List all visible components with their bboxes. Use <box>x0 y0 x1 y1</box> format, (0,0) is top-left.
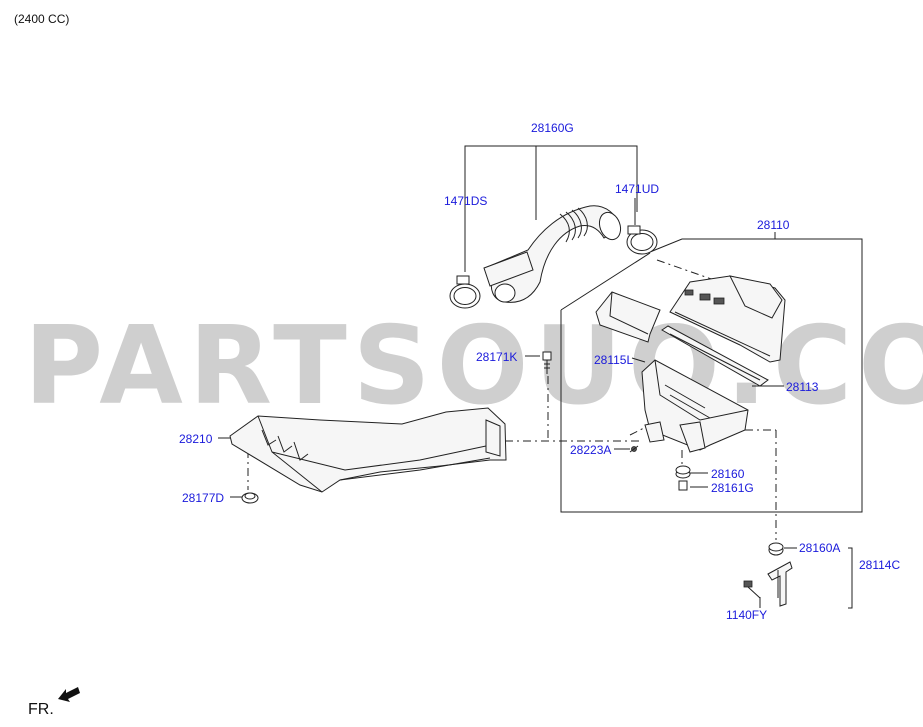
hose-clamp-1471ds[interactable] <box>449 275 481 309</box>
grommet-28160a[interactable] <box>768 542 784 556</box>
label-28160[interactable]: 28160 <box>711 467 745 481</box>
air-cleaner-cover[interactable] <box>669 275 786 363</box>
label-28161g[interactable]: 28161G <box>711 481 754 495</box>
intake-hose-28160g[interactable] <box>483 205 624 303</box>
label-28177d[interactable]: 28177D <box>182 491 224 505</box>
leader-lines <box>218 198 797 608</box>
bolt-1140fy[interactable] <box>743 580 761 599</box>
grommet-28160[interactable] <box>675 465 691 479</box>
engine-spec: (2400 CC) <box>14 12 69 26</box>
air-cleaner-body[interactable] <box>641 359 749 453</box>
label-28171k[interactable]: 28171K <box>476 350 517 364</box>
air-duct-28115l[interactable] <box>595 291 661 343</box>
front-indicator-label: FR. <box>28 701 54 718</box>
intake-duct-28210[interactable] <box>229 407 507 493</box>
collar-28161g[interactable] <box>678 480 688 491</box>
hose-clamp-1471ud[interactable] <box>626 225 658 255</box>
bracket-part-28114c[interactable] <box>767 561 793 607</box>
assembly-box-28110 <box>560 232 863 513</box>
label-28160a[interactable]: 28160A <box>799 541 840 555</box>
screw-28223a[interactable] <box>629 445 639 453</box>
label-28223a[interactable]: 28223A <box>570 443 611 457</box>
bracket-28160g <box>464 145 638 272</box>
label-1140fy[interactable]: 1140FY <box>726 608 767 622</box>
grommet-28177d[interactable] <box>241 492 259 504</box>
label-28160g[interactable]: 28160G <box>531 121 574 135</box>
label-28114c[interactable]: 28114C <box>859 558 900 572</box>
label-28113[interactable]: 28113 <box>786 380 819 394</box>
label-28115l[interactable]: 28115L <box>594 353 633 367</box>
label-1471ds[interactable]: 1471DS <box>444 194 487 208</box>
label-1471ud[interactable]: 1471UD <box>615 182 659 196</box>
bolt-28171k[interactable] <box>542 351 552 374</box>
label-28110[interactable]: 28110 <box>757 218 790 232</box>
air-filter-element-28113[interactable] <box>661 325 769 387</box>
label-28210[interactable]: 28210 <box>179 432 213 446</box>
bracket-28114c <box>848 547 853 609</box>
front-arrow-icon <box>58 687 80 702</box>
